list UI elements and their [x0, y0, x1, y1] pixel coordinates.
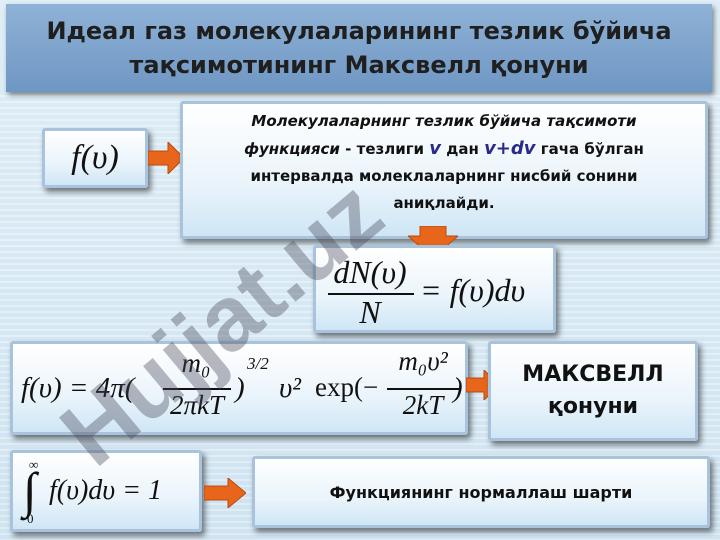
dn-denominator: N: [359, 294, 381, 330]
dn-rhs: = f(υ)dυ: [420, 272, 526, 308]
maxwell-frac1-num: m₀: [181, 348, 211, 378]
definition-box: Молекулаларнинг тезлик бўйича тақсимоти …: [180, 101, 708, 239]
definition-term: функцияси: [244, 140, 340, 158]
definition-line1: Молекулаларнинг тезлик бўйича тақсимоти: [251, 112, 637, 130]
norm-body: f(υ)dυ = 1: [49, 475, 163, 506]
definition-line4: аниқлайди.: [393, 194, 495, 212]
maxwell-frac2-bar: [387, 388, 459, 390]
maxwell-formula-box: f(υ) = 4π( m₀ 2πkT ) 3/2 υ² exp(− m₀υ² 2…: [10, 341, 468, 435]
dn-numerator: dN(υ): [333, 254, 407, 290]
maxwell-exp: exp(−: [315, 372, 379, 402]
maxwell-exponent: 3/2: [247, 354, 269, 373]
maxwell-label-line2: қонуни: [547, 394, 639, 419]
fv-formula: f(υ): [71, 139, 119, 176]
definition-vdv: v+dv: [484, 138, 536, 159]
definition-text: Молекулаларнинг тезлик бўйича тақсимоти …: [191, 108, 697, 217]
definition-v: v: [429, 138, 442, 159]
maxwell-frac1-den: 2πkT: [169, 390, 225, 420]
maxwell-v2: υ²: [279, 372, 302, 404]
norm-label-box: Функциянинг нормаллаш шарти: [252, 456, 710, 528]
definition-gacha: гача бўлган: [540, 140, 644, 158]
norm-formula-box: ∞ ∫ 0 f(υ)dυ = 1: [10, 450, 202, 532]
maxwell-frac2-num: m₀υ²: [398, 346, 448, 376]
maxwell-label-line1: МАКСВЕЛЛ: [522, 362, 664, 387]
maxwell-close: ): [453, 372, 463, 404]
arrow-right-icon: [148, 142, 184, 174]
definition-line3: интервалда молеклаларнинг нисбий сонини: [250, 167, 638, 185]
norm-lower-limit: 0: [27, 511, 34, 526]
norm-upper-limit: ∞: [29, 457, 39, 472]
dn-formula-box: dN(υ) N = f(υ)dυ: [313, 245, 556, 333]
slide-title-bar: Идеал газ молекулаларининг тезлик бўйича…: [6, 4, 712, 92]
arrow-right-icon: [204, 478, 246, 508]
maxwell-frac2-den: 2kT: [402, 390, 444, 420]
slide-title: Идеал газ молекулаларининг тезлик бўйича…: [46, 17, 672, 79]
maxwell-lhs: f(υ) = 4π(: [21, 372, 135, 404]
maxwell-label-box: МАКСВЕЛЛ қонуни: [488, 341, 698, 441]
definition-dan: дан: [446, 140, 485, 158]
fv-box: f(υ): [42, 128, 148, 188]
norm-label: Функциянинг нормаллаш шарти: [329, 482, 633, 502]
definition-speed-text: - тезлиги: [339, 140, 430, 158]
maxwell-frac1-bar: [163, 388, 231, 390]
integral-sign: ∫: [23, 462, 37, 518]
dn-fraction-bar: [328, 293, 414, 295]
